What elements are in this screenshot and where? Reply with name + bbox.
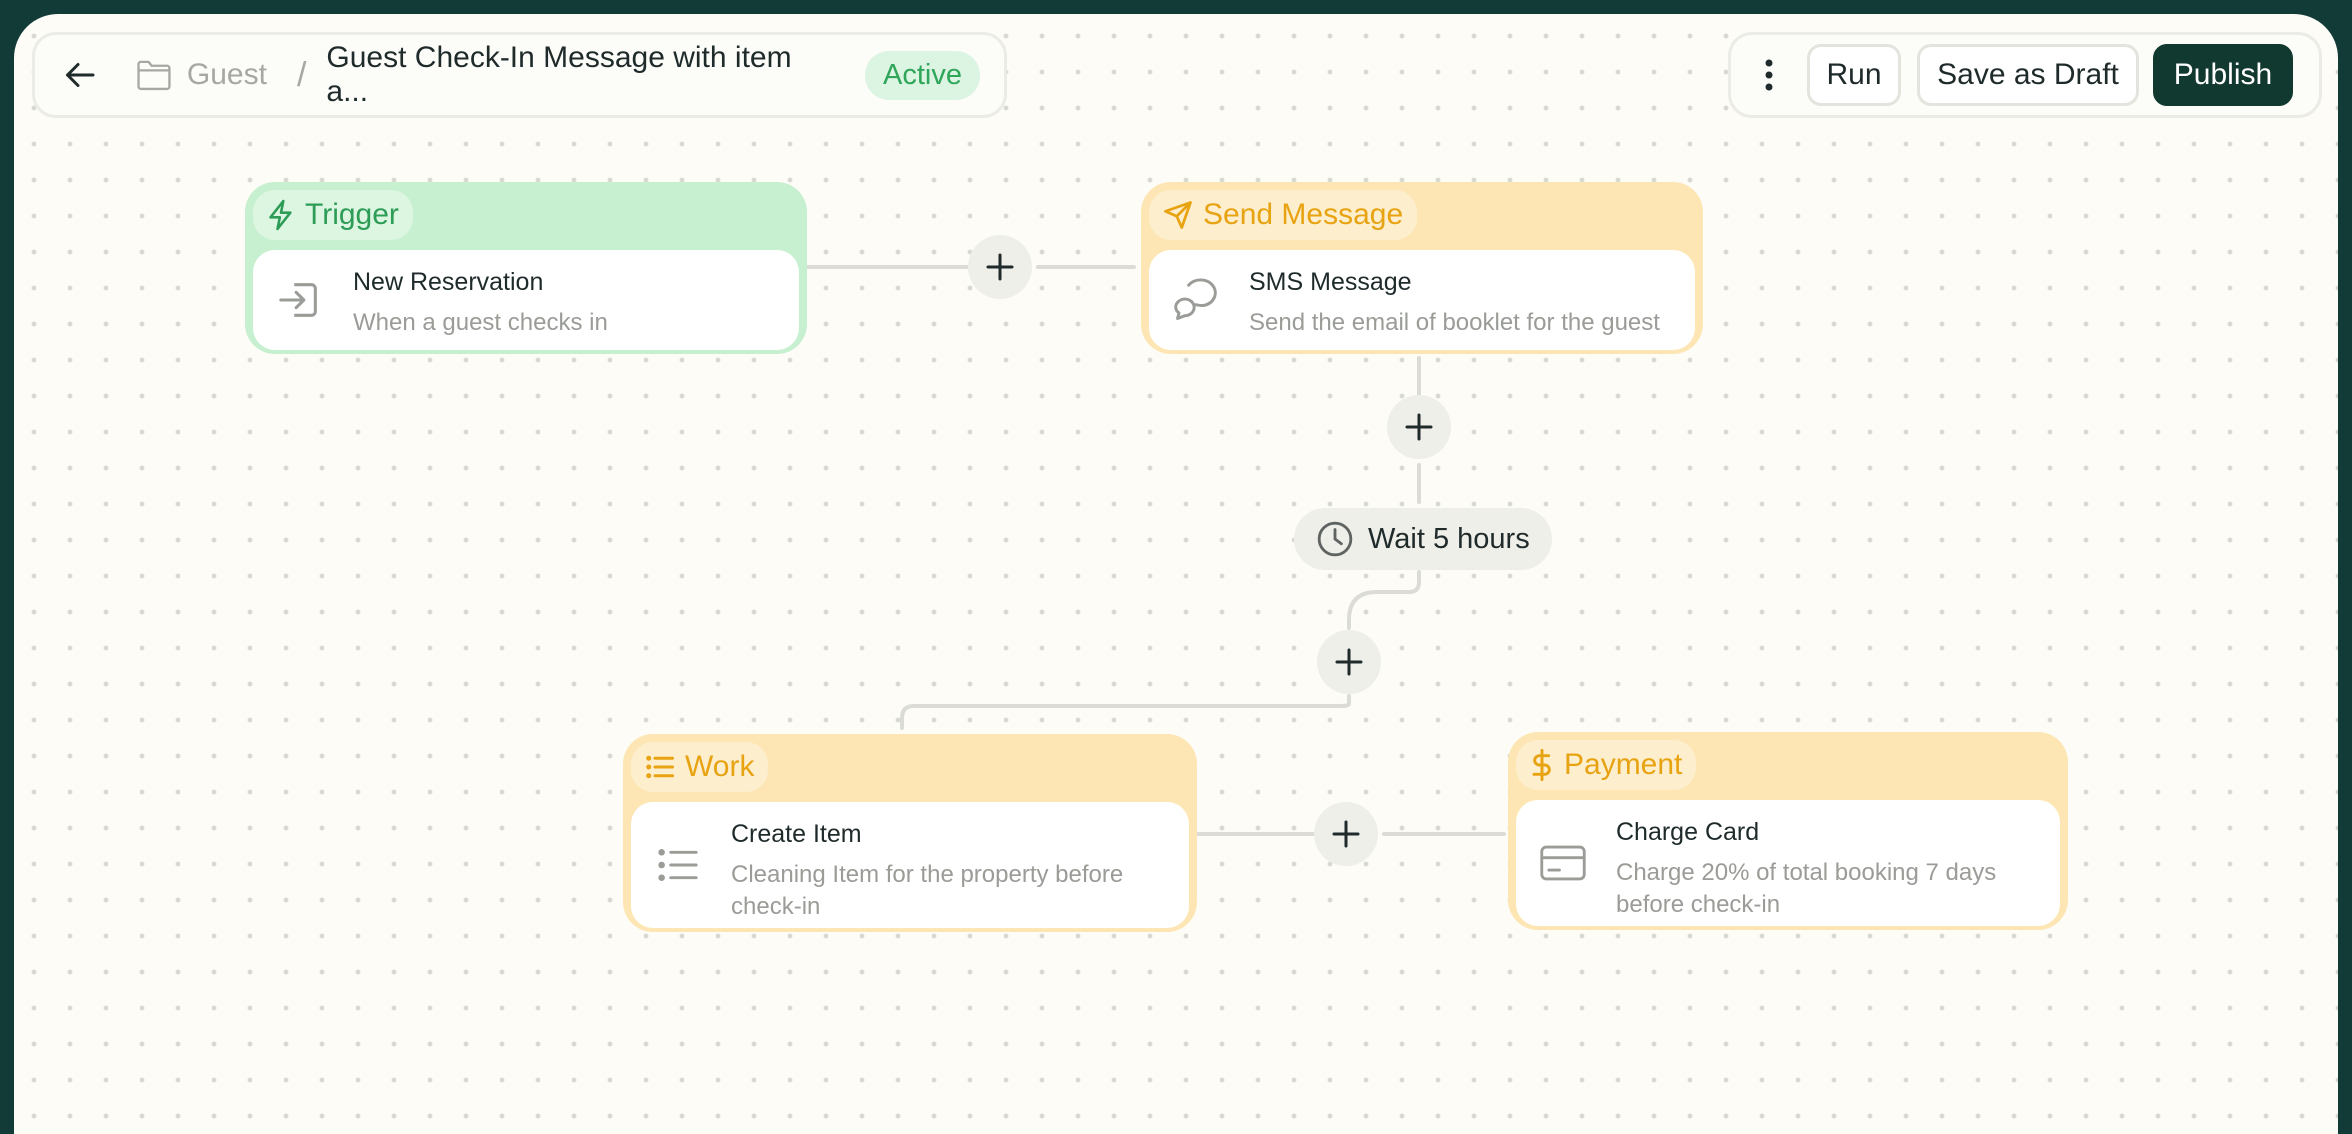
breadcrumb-bar: Guest / Guest Check-In Message with item… — [32, 32, 1007, 118]
save-draft-button[interactable]: Save as Draft — [1917, 44, 2139, 106]
payment-node-header: Payment — [1516, 740, 1697, 790]
payment-node[interactable]: Payment Charge Card Charge 20% of total … — [1508, 732, 2068, 930]
folder-icon — [137, 60, 171, 91]
trigger-node-subtitle: When a guest checks in — [353, 309, 608, 336]
back-button[interactable] — [59, 53, 103, 97]
lightning-icon — [269, 199, 292, 231]
send-message-node-subtitle: Send the email of booklet for the guest — [1249, 309, 1660, 336]
dollar-icon — [1532, 749, 1551, 781]
add-step-button[interactable] — [1314, 802, 1378, 866]
breadcrumb-separator: / — [296, 55, 307, 94]
more-vertical-icon — [1765, 59, 1773, 91]
work-node-title: Create Item — [731, 820, 862, 848]
workflow-canvas[interactable]: Guest / Guest Check-In Message with item… — [14, 14, 2338, 1134]
workflow-title[interactable]: Guest Check-In Message with item a... — [326, 41, 792, 108]
payment-node-label: Payment — [1564, 748, 1683, 781]
trigger-node-label: Trigger — [305, 198, 399, 231]
work-node-label: Work — [685, 750, 755, 783]
status-badge: Active — [865, 50, 980, 100]
send-message-node[interactable]: Send Message SMS Message Send the email … — [1141, 182, 1703, 354]
send-message-node-header: Send Message — [1149, 190, 1418, 240]
arrow-left-icon — [65, 63, 95, 87]
connector-lines — [806, 265, 1506, 836]
publish-button[interactable]: Publish — [2153, 44, 2293, 106]
work-node-body[interactable]: Create Item Cleaning Item for the proper… — [631, 802, 1189, 928]
wait-node[interactable]: Wait 5 hours — [1294, 508, 1552, 570]
chat-bubbles-icon — [1174, 278, 1217, 320]
clock-icon — [1317, 521, 1353, 557]
send-message-node-title: SMS Message — [1249, 268, 1412, 296]
work-node-subtitle-line2: check-in — [731, 893, 821, 920]
trigger-node-body[interactable]: New Reservation When a guest checks in — [253, 250, 799, 350]
plus-icon — [1332, 820, 1360, 848]
sign-in-icon — [279, 283, 317, 317]
more-button[interactable] — [1749, 44, 1789, 106]
payment-node-subtitle-line1: Charge 20% of total booking 7 days — [1616, 859, 1997, 886]
run-button[interactable]: Run — [1807, 44, 1901, 106]
connector-wait-plus — [1347, 570, 1421, 630]
breadcrumb-folder[interactable]: Guest — [186, 58, 267, 91]
plus-icon — [1405, 413, 1433, 441]
add-step-button[interactable] — [968, 235, 1032, 299]
credit-card-icon — [1540, 845, 1586, 881]
trigger-node[interactable]: Trigger New Reservation When a guest che… — [245, 182, 807, 354]
send-icon — [1164, 201, 1192, 229]
list-icon — [658, 849, 698, 881]
plus-icon — [1335, 648, 1363, 676]
work-node-header: Work — [631, 742, 769, 792]
trigger-node-title: New Reservation — [353, 268, 544, 296]
add-step-button[interactable] — [1387, 395, 1451, 459]
connector-plus-work — [900, 694, 1351, 730]
payment-node-title: Charge Card — [1616, 818, 1760, 846]
send-message-node-label: Send Message — [1203, 198, 1404, 231]
actions-bar: Run Save as Draft Publish — [1728, 32, 2322, 118]
work-node[interactable]: Work Create Item Cleaning Item for the p… — [623, 734, 1197, 932]
work-node-subtitle-line1: Cleaning Item for the property before — [731, 861, 1124, 888]
plus-icon — [986, 253, 1014, 281]
add-step-button[interactable] — [1317, 630, 1381, 694]
list-icon — [646, 755, 674, 779]
payment-node-body[interactable]: Charge Card Charge 20% of total booking … — [1516, 800, 2060, 926]
payment-node-subtitle-line2: before check-in — [1616, 891, 1781, 918]
trigger-node-header: Trigger — [253, 190, 413, 240]
send-message-node-body[interactable]: SMS Message Send the email of booklet fo… — [1149, 250, 1695, 350]
wait-node-label: Wait 5 hours — [1368, 522, 1530, 555]
